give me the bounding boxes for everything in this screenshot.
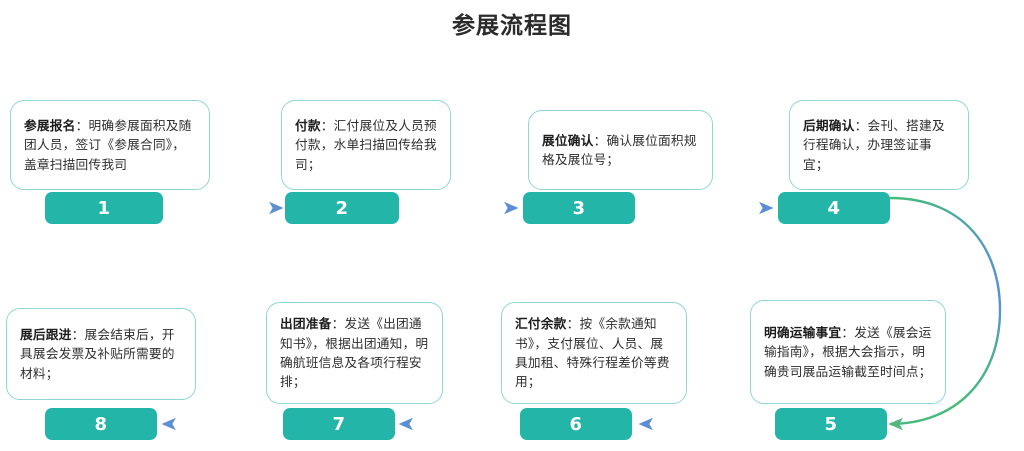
step-chip-3[interactable]: 3 [523,192,635,224]
step-chip-4-label: 4 [827,197,841,219]
step-card-6-body: ：按《余款通知书》，支付展位、人员、展具加租、特殊行程差价等费用； [515,316,670,390]
step-chip-6[interactable]: 6 [520,408,632,440]
step-card-8: 展后跟进：展会结束后，开具展会发票及补贴所需要的材料； [6,308,196,400]
step-chip-5[interactable]: 5 [775,408,887,440]
step-chip-7-label: 7 [332,413,346,435]
step-card-1: 参展报名：明确参展面积及随团人员，签订《参展合同》，盖章扫描回传我司 [10,100,210,190]
step-chip-1[interactable]: 1 [45,192,163,224]
step-chip-2[interactable]: 2 [285,192,399,224]
step-card-7-text: 出团准备：发送《出团通知书》，根据出团通知，明确航班信息及各项行程安排； [280,314,430,391]
step-card-7-body: ：发送《出团通知书》，根据出团通知，明确航班信息及各项行程安排； [280,316,429,390]
step-card-3: 展位确认：确认展位面积规格及展位号； [528,110,713,190]
step-card-5-heading: 明确运输事宜 [764,325,842,341]
step-chip-6-label: 6 [569,413,583,435]
step-card-3-body: ：确认展位面积规格及展位号； [542,132,697,167]
step-card-1-text: 参展报名：明确参展面积及随团人员，签订《参展合同》，盖章扫描回传我司 [24,116,197,174]
step-card-1-body: ：明确参展面积及随团人员，签订《参展合同》，盖章扫描回传我司 [24,118,192,172]
step-chip-1-label: 1 [97,197,111,219]
step-card-7-heading: 出团准备 [280,316,332,332]
step-card-6-text: 汇付余款：按《余款通知书》，支付展位、人员、展具加租、特殊行程差价等费用； [515,314,674,391]
step-chip-7[interactable]: 7 [283,408,395,440]
step-chip-2-label: 2 [335,197,349,219]
step-card-8-heading: 展后跟进 [20,327,72,343]
step-chip-4[interactable]: 4 [778,192,890,224]
step-chip-8[interactable]: 8 [45,408,157,440]
step-chip-3-label: 3 [572,197,586,219]
step-card-1-heading: 参展报名 [24,118,76,134]
step-card-2-text: 付款：汇付展位及人员预付款，水单扫描回传给我司； [295,116,438,174]
step-card-4: 后期确认：会刊、搭建及行程确认，办理签证事宜； [789,100,969,190]
step-chip-5-label: 5 [824,413,838,435]
step-card-6-heading: 汇付余款 [515,316,567,332]
step-card-3-heading: 展位确认 [542,132,594,148]
step-card-5: 明确运输事宜：发送《展会运输指南》，根据大会指示，明确贵司展品运输截至时间点； [750,300,946,404]
step-card-4-text: 后期确认：会刊、搭建及行程确认，办理签证事宜； [803,116,956,174]
step-card-2-body: ：汇付展位及人员预付款，水单扫描回传给我司； [295,118,437,172]
page-title: 参展流程图 [452,13,572,39]
step-card-2: 付款：汇付展位及人员预付款，水单扫描回传给我司； [281,100,451,190]
step-card-6: 汇付余款：按《余款通知书》，支付展位、人员、展具加租、特殊行程差价等费用； [501,302,687,404]
step-card-5-text: 明确运输事宜：发送《展会运输指南》，根据大会指示，明确贵司展品运输截至时间点； [764,323,933,381]
step-card-4-heading: 后期确认 [803,118,855,134]
step-card-4-body: ：会刊、搭建及行程确认，办理签证事宜； [803,118,945,172]
step-card-5-body: ：发送《展会运输指南》，根据大会指示，明确贵司展品运输截至时间点； [764,325,932,379]
step-card-2-heading: 付款 [295,118,321,134]
step-card-7: 出团准备：发送《出团通知书》，根据出团通知，明确航班信息及各项行程安排； [266,302,443,404]
step-card-3-text: 展位确认：确认展位面积规格及展位号； [542,131,700,170]
step-card-8-body: ：展会结束后，开具展会发票及补贴所需要的材料； [20,327,175,381]
step-card-8-text: 展后跟进：展会结束后，开具展会发票及补贴所需要的材料； [20,325,183,383]
step-chip-8-label: 8 [94,413,108,435]
